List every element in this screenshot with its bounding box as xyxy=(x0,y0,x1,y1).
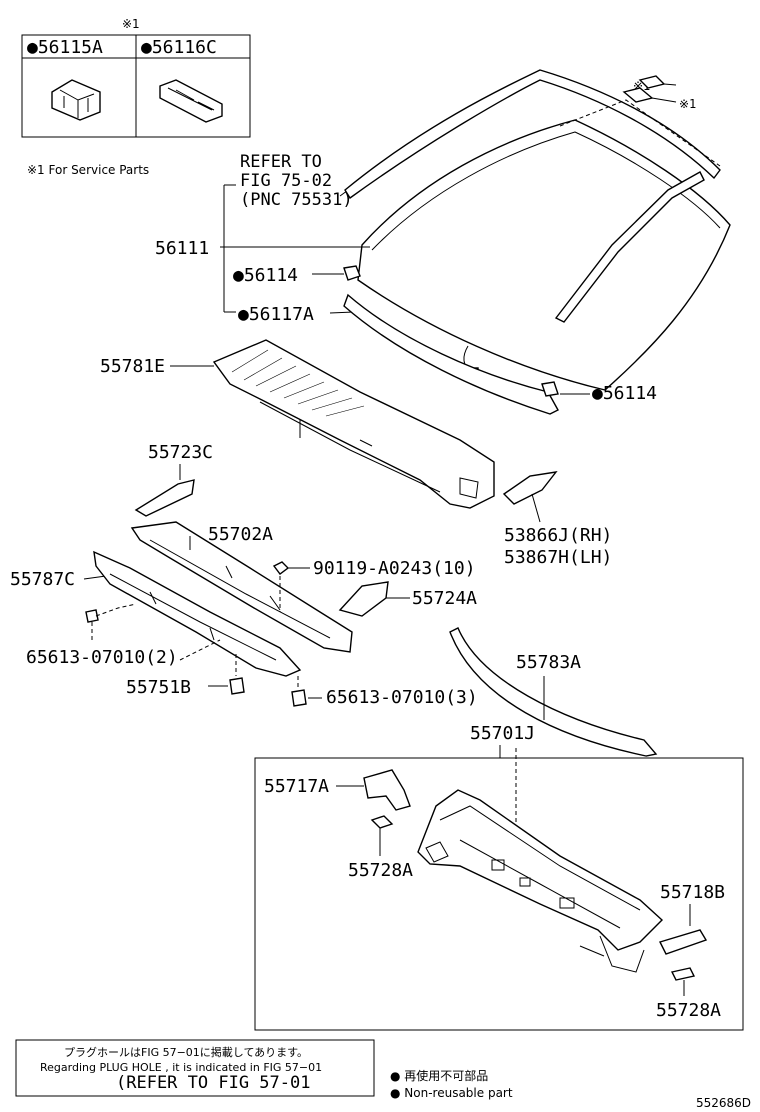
part-label-90119[interactable]: 90119-A0243(10) xyxy=(313,558,476,579)
part-label-65613-07010-2[interactable]: 65613-07010(2) xyxy=(26,647,178,668)
part-label-55717a[interactable]: 55717A xyxy=(264,776,329,797)
part-label-56117a[interactable]: ●56117A xyxy=(238,304,314,325)
refer-fig-57-link[interactable]: (REFER TO FIG 57-01 xyxy=(116,1073,310,1093)
part-label-56116c[interactable]: ●56116C xyxy=(141,37,217,58)
dam-56117a-drawing xyxy=(343,293,559,415)
windshield-glass-drawing xyxy=(344,69,731,391)
plug-hole-note-en: Regarding PLUG HOLE , it is indicated in… xyxy=(40,1061,322,1074)
clip-55751b-drawing xyxy=(229,677,245,695)
service-box-mark: ※1 xyxy=(122,17,140,31)
dashed-clip-leader xyxy=(559,99,721,167)
seal-53866j-drawing xyxy=(502,471,558,505)
clip-56114-upper xyxy=(343,265,361,281)
service-mark-2: ※1 xyxy=(679,97,696,111)
clip-56114-lower xyxy=(541,381,559,397)
refer-fig-75-line3[interactable]: (PNC 75531) xyxy=(240,190,353,210)
part-label-55781e[interactable]: 55781E xyxy=(100,356,165,377)
service-clips-drawing xyxy=(622,75,677,103)
bolt-90119-drawing xyxy=(272,561,290,575)
dashed-leaders-65613 xyxy=(91,603,237,676)
part-label-55751b[interactable]: 55751B xyxy=(126,677,191,698)
bracket-55724a-drawing xyxy=(338,581,389,617)
part-label-65613-07010-3[interactable]: 65613-07010(3) xyxy=(326,687,478,708)
panel-55702a-drawing xyxy=(130,521,353,653)
part-label-53866j[interactable]: 53866J(RH) xyxy=(504,525,612,546)
cowl-panel-55701j-drawing xyxy=(417,789,664,973)
service-parts-note: ※1 For Service Parts xyxy=(27,163,149,177)
leader-56117a xyxy=(329,311,355,314)
clip-56115a-drawing xyxy=(51,79,101,121)
clip-65613-right-drawing xyxy=(291,689,307,707)
plug-hole-note-box xyxy=(15,1039,375,1097)
part-label-55724a[interactable]: 55724A xyxy=(412,588,477,609)
bracket-55718b-drawing xyxy=(659,929,708,955)
part-label-55701j[interactable]: 55701J xyxy=(470,723,535,744)
part-label-55718b[interactable]: 55718B xyxy=(660,882,725,903)
part-label-53867h[interactable]: 53867H(LH) xyxy=(504,547,612,568)
service-parts-box: ※1 ●56115A ●56116C xyxy=(21,17,251,138)
part-label-56114-upper[interactable]: ●56114 xyxy=(233,265,298,286)
pad-55728a-lower-drawing xyxy=(670,967,696,981)
clip-56116c-drawing xyxy=(159,79,223,123)
refer-fig-75-line1[interactable]: REFER TO xyxy=(240,152,322,172)
part-label-56111[interactable]: 56111 xyxy=(155,238,209,259)
bracket-55723c-drawing xyxy=(134,479,195,517)
leader-53866j xyxy=(531,493,541,523)
part-label-55702a[interactable]: 55702A xyxy=(208,524,273,545)
part-label-55723c[interactable]: 55723C xyxy=(148,442,213,463)
group-frame-55701j xyxy=(254,757,744,1031)
part-label-56115a[interactable]: ●56115A xyxy=(27,37,103,58)
bracket-55717a-drawing xyxy=(363,769,411,811)
legend-non-reusable-jp: ● 再使用不可部品 xyxy=(390,1068,488,1083)
legend-non-reusable-en: ● Non-reusable part xyxy=(390,1086,513,1100)
part-label-56114-lower[interactable]: ●56114 xyxy=(592,383,657,404)
leader-55787c xyxy=(83,575,107,580)
plug-hole-note-jp: プラグホールはFIG 57−01に掲載してあります。 xyxy=(64,1045,308,1059)
part-label-55728a-upper[interactable]: 55728A xyxy=(348,860,413,881)
panel-55787c-drawing xyxy=(93,550,302,677)
part-label-55728a-lower[interactable]: 55728A xyxy=(656,1000,721,1021)
refer-fig-75-line2[interactable]: FIG 75-02 xyxy=(240,171,332,191)
part-label-55787c[interactable]: 55787C xyxy=(10,569,75,590)
cowl-louver-55781e-drawing xyxy=(212,339,495,509)
part-label-55783a[interactable]: 55783A xyxy=(516,652,581,673)
clip-65613-left-drawing xyxy=(85,609,99,623)
figure-code: 552686D xyxy=(696,1096,751,1110)
pad-55728a-upper-drawing xyxy=(370,815,394,829)
seal-55783a-drawing xyxy=(449,627,658,757)
